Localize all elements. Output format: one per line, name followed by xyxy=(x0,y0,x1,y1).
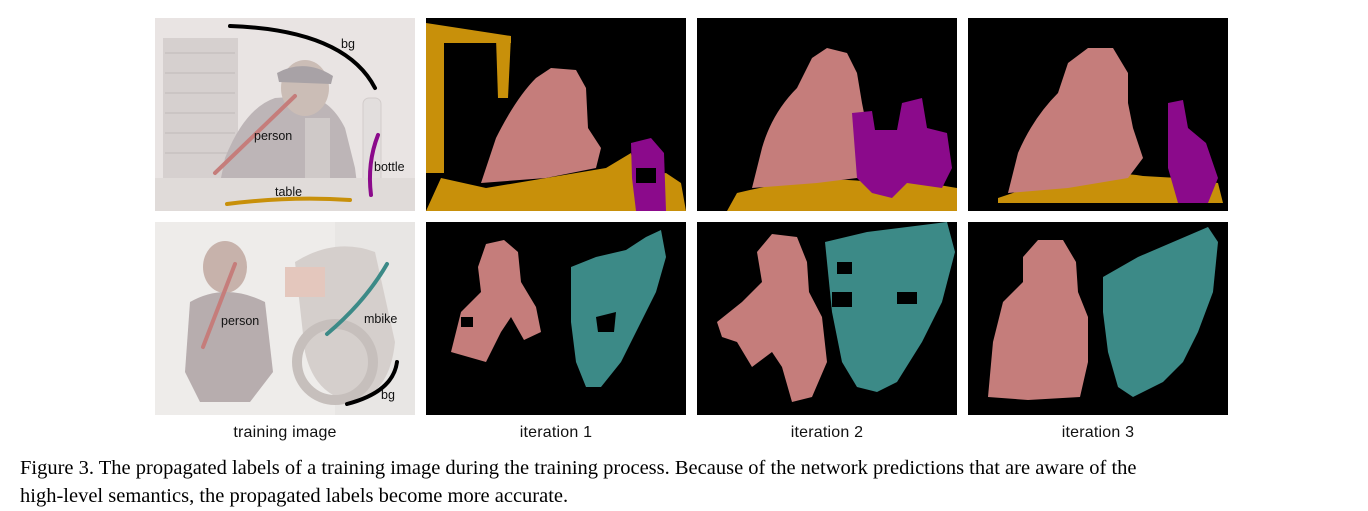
segmentation-row2-iteration1 xyxy=(426,222,686,415)
scribble-label-person: person xyxy=(221,314,259,328)
training-image-row2: person mbike bg xyxy=(155,222,415,415)
column-label-iteration-2: iteration 2 xyxy=(790,424,864,441)
training-image-row2-svg: person mbike bg xyxy=(155,222,415,415)
column-label-training-image: training image xyxy=(233,424,337,441)
caption-line-1: Figure 3. The propagated labels of a tra… xyxy=(20,457,1137,479)
caption-line-2: high-level semantics, the propagated lab… xyxy=(20,485,569,507)
figure-caption: Figure 3. The propagated labels of a tra… xyxy=(20,454,1365,510)
scribble-label-table: table xyxy=(275,185,302,199)
scribble-label-mbike: mbike xyxy=(364,312,397,326)
scribble-label-person: person xyxy=(254,129,292,143)
segmentation-row1-iteration3 xyxy=(968,18,1228,211)
column-label-iteration-3: iteration 3 xyxy=(1061,424,1135,441)
segmentation-row2-iteration1-svg xyxy=(426,222,686,415)
segmentation-row2-iteration2-svg xyxy=(697,222,957,415)
training-image-row1: bg person bottle table xyxy=(155,18,415,211)
segmentation-row1-iteration1-svg xyxy=(426,18,686,211)
scribble-label-bg: bg xyxy=(381,388,395,402)
segmentation-row1-iteration2 xyxy=(697,18,957,211)
segmentation-row2-iteration2 xyxy=(697,222,957,415)
scribble-label-bg: bg xyxy=(341,37,355,51)
training-image-row1-svg: bg person bottle table xyxy=(155,18,415,211)
segmentation-row2-iteration3-svg xyxy=(968,222,1228,415)
segmentation-row1-iteration2-svg xyxy=(697,18,957,211)
segmentation-row2-iteration3 xyxy=(968,222,1228,415)
segmentation-row1-iteration3-svg xyxy=(968,18,1228,211)
segmentation-row1-iteration1 xyxy=(426,18,686,211)
column-label-iteration-1: iteration 1 xyxy=(519,424,593,441)
scribble-label-bottle: bottle xyxy=(374,160,405,174)
